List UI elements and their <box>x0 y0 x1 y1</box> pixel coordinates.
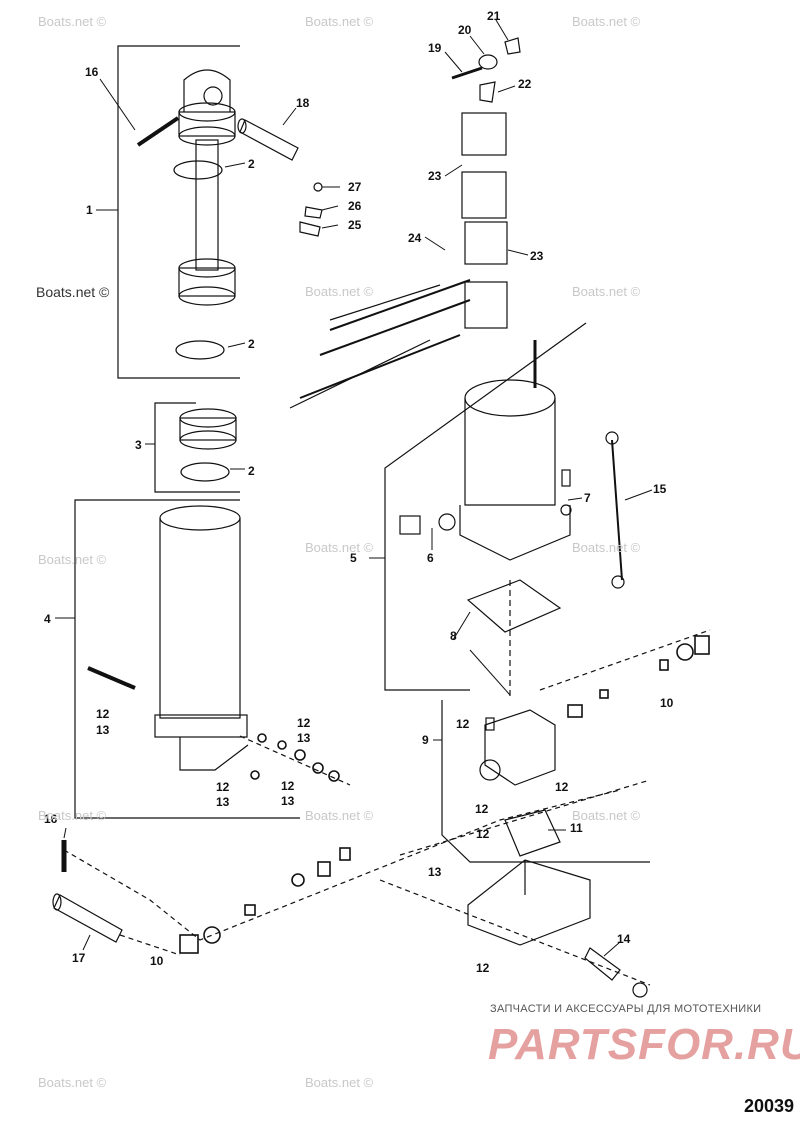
callout-17: 17 <box>72 951 86 965</box>
callout-14: 14 <box>617 932 631 946</box>
callout-12: 12 <box>216 780 230 794</box>
callout-21: 21 <box>487 9 501 23</box>
filter-11 <box>504 809 561 857</box>
watermark: Boats.net © <box>38 14 107 29</box>
callout-13: 13 <box>281 794 295 808</box>
callout-13: 13 <box>428 865 442 879</box>
watermark: Boats.net © <box>572 540 641 555</box>
o-ring-2b <box>175 340 225 360</box>
watermark: Boats.net © <box>305 1075 374 1090</box>
trim-cylinder-part-4 <box>87 505 249 771</box>
screws-7 <box>560 469 572 516</box>
watermark: Boats.net © <box>305 14 374 29</box>
pin-18 <box>237 118 299 161</box>
callout-4: 4 <box>44 612 51 626</box>
brand-subtitle: ЗАПЧАСТИ И АКСЕССУАРЫ ДЛЯ МОТОТЕХНИКИ <box>490 1003 762 1015</box>
parts-19-22 <box>451 37 521 103</box>
watermark: Boats.net © <box>305 284 374 299</box>
callout-13: 13 <box>297 731 311 745</box>
callout-23: 23 <box>530 249 544 263</box>
callout-7: 7 <box>584 491 591 505</box>
callout-8: 8 <box>450 629 457 643</box>
callout-3: 3 <box>135 438 142 452</box>
watermark: Boats.net © <box>38 552 107 567</box>
brand-logo: PARTSFOR.RU <box>488 1020 800 1069</box>
callout-24: 24 <box>408 231 422 245</box>
watermark: Boats.net © <box>572 14 641 29</box>
relay-harness-24 <box>289 112 508 409</box>
callout-2: 2 <box>248 157 255 171</box>
group-bracket-1 <box>117 45 240 379</box>
callout-10: 10 <box>150 954 164 968</box>
gasket-8 <box>466 579 562 633</box>
wire-15 <box>605 431 625 589</box>
terminal-parts-25-27 <box>299 182 323 237</box>
o-ring-2a <box>173 160 223 180</box>
watermark: Boats.net © <box>36 284 110 300</box>
callout-16: 16 <box>85 65 99 79</box>
callout-27: 27 <box>348 180 362 194</box>
callout-12: 12 <box>297 716 311 730</box>
callout-9: 9 <box>422 733 429 747</box>
callout-18: 18 <box>296 96 310 110</box>
pin-17 <box>52 893 123 943</box>
trim-rod-part-1 <box>178 69 236 306</box>
callout-16: 16 <box>44 812 58 826</box>
callout-12: 12 <box>96 707 110 721</box>
callout-1: 1 <box>86 203 93 217</box>
callout-2: 2 <box>248 337 255 351</box>
callout-2: 2 <box>248 464 255 478</box>
leader-lines <box>55 19 653 957</box>
callout-23: 23 <box>428 169 442 183</box>
group-bracket-5 <box>384 322 587 691</box>
callout-12: 12 <box>475 802 489 816</box>
watermark: Boats.net © <box>38 808 107 823</box>
callout-12: 12 <box>476 827 490 841</box>
callout-11: 11 <box>570 821 583 835</box>
callout-5: 5 <box>350 551 357 565</box>
group-bracket-4 <box>74 499 300 819</box>
callout-26: 26 <box>348 199 362 213</box>
valve-14 <box>584 947 648 998</box>
callout-25: 25 <box>348 218 362 232</box>
watermark: Boats.net © <box>572 284 641 299</box>
callout-10: 10 <box>660 696 674 710</box>
assembly-lines <box>63 629 711 986</box>
valve-assembly-10 <box>179 635 710 954</box>
callout-20: 20 <box>458 23 472 37</box>
watermark: Boats.net © <box>305 540 374 555</box>
callout-12: 12 <box>476 961 490 975</box>
callout-6: 6 <box>427 551 434 565</box>
o-ring-2c <box>180 462 230 482</box>
callout-15: 15 <box>653 482 667 496</box>
callout-12: 12 <box>555 780 569 794</box>
pump-motor-part-5 <box>459 340 571 561</box>
watermark: Boats.net © <box>572 808 641 823</box>
watermark: Boats.net © <box>38 1075 107 1090</box>
callout-13: 13 <box>96 723 110 737</box>
watermark: Boats.net © <box>305 808 374 823</box>
group-bracket-9 <box>441 700 650 863</box>
cylinder-valves <box>250 733 340 782</box>
fill-plug-6 <box>399 513 456 535</box>
callout-19: 19 <box>428 41 442 55</box>
group-bracket-3 <box>154 402 240 493</box>
valve-body-12 <box>467 859 591 946</box>
piston-part-3 <box>179 408 237 450</box>
bolt-16a <box>136 116 180 147</box>
diagram-number: 20039 <box>743 1096 794 1116</box>
manifold-part-9 <box>479 709 556 786</box>
callout-13: 13 <box>216 795 230 809</box>
callout-12: 12 <box>456 717 470 731</box>
callout-12: 12 <box>281 779 295 793</box>
callout-22: 22 <box>518 77 532 91</box>
